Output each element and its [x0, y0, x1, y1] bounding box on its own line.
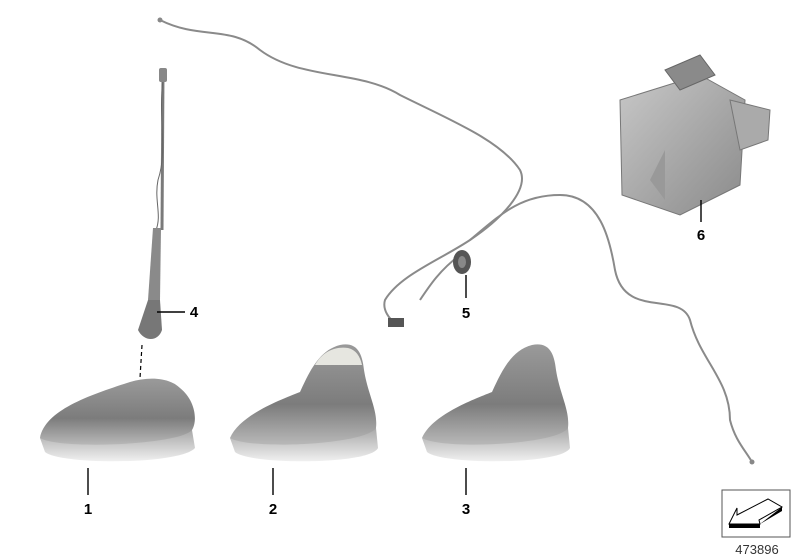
shark-fin-antenna-2: [230, 344, 378, 462]
antenna-base-1: [40, 378, 195, 462]
part-label-4: 4: [190, 304, 199, 321]
cable-harness: [157, 17, 755, 465]
part-label-6: 6: [697, 227, 705, 244]
part-label-2: 2: [269, 501, 277, 518]
part-label-5: 5: [462, 305, 470, 322]
antenna-control-module-6: [619, 54, 771, 216]
arrow-pointer-icon: [721, 489, 791, 538]
rod-antenna: [138, 68, 167, 379]
part-label-1: 1: [84, 501, 92, 518]
shark-fin-antenna-3: [422, 344, 570, 462]
reference-number: 473896: [735, 542, 778, 557]
part-label-3: 3: [462, 501, 470, 518]
